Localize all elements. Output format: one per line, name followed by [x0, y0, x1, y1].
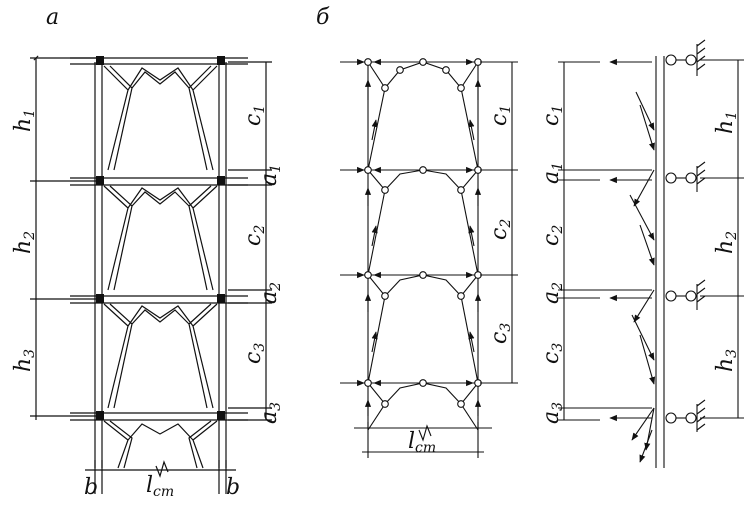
label-c3-b: c3 — [487, 323, 514, 344]
label-b-left: b — [84, 475, 98, 500]
dim-c-right-b — [480, 61, 518, 384]
force-arrows-b — [344, 58, 482, 416]
label-h2-a: h2 — [11, 231, 38, 254]
dim-bottom-a — [85, 460, 236, 494]
label-c3-c: c3 — [539, 343, 566, 364]
label-a1-c: a1 — [539, 162, 566, 184]
arch-tier-3 — [103, 303, 218, 409]
label-c1-b: c1 — [487, 105, 514, 126]
dim-c-right-a — [228, 61, 272, 421]
dim-c-left-c — [558, 61, 600, 421]
arch-tier-1 — [103, 65, 218, 171]
dim-bottom-b — [354, 422, 492, 458]
label-h3-a: h3 — [11, 349, 38, 372]
label-c1-a: c1 — [241, 105, 268, 126]
label-l-b: lст — [408, 429, 436, 456]
label-l-a: lст — [146, 473, 174, 500]
column-supports — [665, 39, 706, 432]
label-c2-a: c2 — [241, 225, 268, 246]
label-a2-c: a2 — [539, 282, 566, 304]
label-c1-c: c1 — [539, 105, 566, 126]
labels-panel-b: c1 c2 c3 lст — [408, 105, 514, 456]
label-c2-b: c2 — [487, 219, 514, 240]
labels-panel-c: c1 a1 c2 a2 c3 a3 h1 h2 h3 — [539, 105, 740, 424]
label-c2-c: c2 — [539, 225, 566, 246]
dim-h-left — [30, 58, 96, 420]
label-a3-a: a3 — [257, 402, 284, 424]
arch-tier-2 — [103, 185, 218, 291]
label-b-right: b — [226, 475, 240, 500]
panel-c-column — [558, 39, 744, 468]
panel-label-b: б — [316, 5, 330, 30]
label-a3-c: a3 — [539, 402, 566, 424]
column-loads — [570, 58, 656, 463]
panel-label-a: а — [46, 5, 59, 30]
dim-h-right-c — [700, 59, 744, 419]
panel-a-frame — [30, 56, 272, 494]
label-h2-c: h2 — [713, 231, 740, 254]
nodes-b — [364, 58, 482, 408]
labels-panel-a: h1 h2 h3 c1 c2 c3 a1 a2 a3 b b lст — [11, 105, 284, 500]
label-h3-c: h3 — [713, 349, 740, 372]
joint-blocks — [96, 56, 225, 420]
label-h1-c: h1 — [713, 111, 740, 134]
arch-tier-base — [103, 420, 218, 469]
label-h1-a: h1 — [11, 109, 38, 132]
label-a1-a: a1 — [257, 164, 284, 186]
panel-b-scheme — [340, 58, 518, 458]
label-a2-a: a2 — [257, 282, 284, 304]
label-c3-a: c3 — [241, 343, 268, 364]
floor-beams — [70, 57, 248, 421]
